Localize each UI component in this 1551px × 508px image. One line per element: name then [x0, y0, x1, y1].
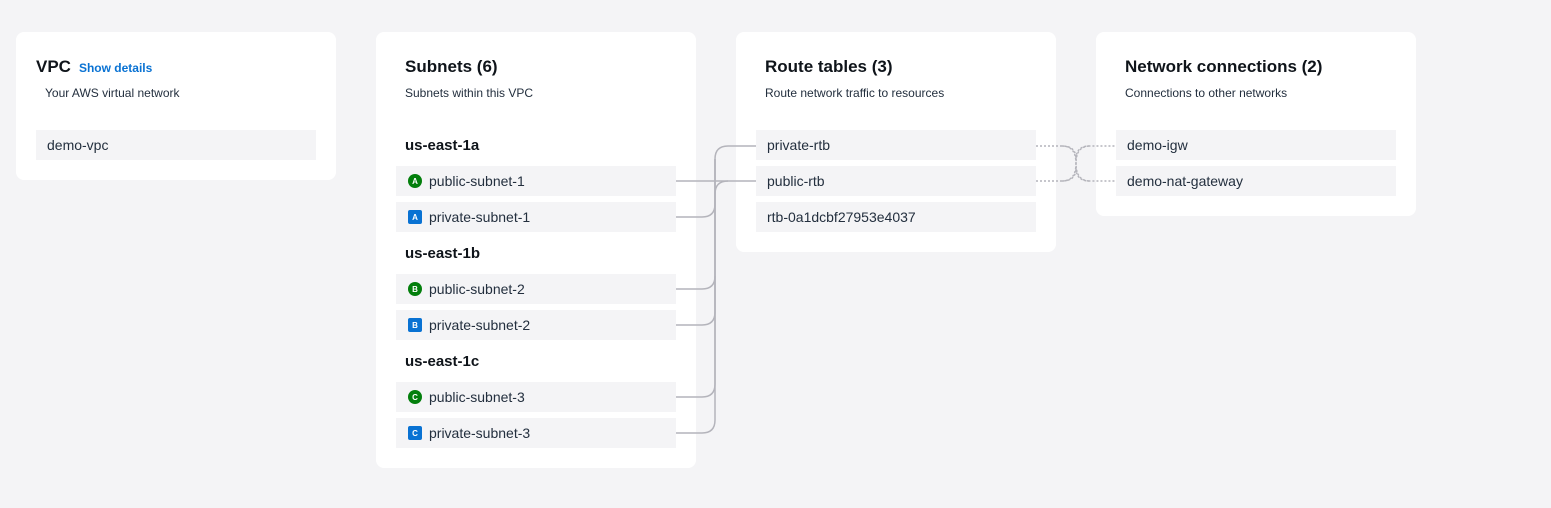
network-connections-panel: Network connections (2) Connections to o…	[1096, 32, 1416, 216]
connector-cross-nat	[1061, 145, 1091, 182]
network-connection-item-demo-igw[interactable]: demo-igw	[1116, 130, 1396, 160]
show-details-link[interactable]: Show details	[78, 61, 153, 75]
subnet-item-private-subnet-2[interactable]: B private-subnet-2	[396, 310, 676, 340]
network-connections-title: Network connections (2)	[1125, 57, 1323, 76]
route-table-item-private-rtb[interactable]: private-rtb	[756, 130, 1036, 160]
vpc-panel-title: VPC Show details	[36, 57, 152, 77]
az-heading-us-east-1b: us-east-1b	[405, 245, 481, 262]
route-table-item-main[interactable]: rtb-0a1dcbf27953e4037	[756, 202, 1036, 232]
vpc-item[interactable]: demo-vpc	[36, 130, 316, 160]
network-connection-item-demo-nat-gateway[interactable]: demo-nat-gateway	[1116, 166, 1396, 196]
vpc-item-label: demo-vpc	[47, 137, 109, 153]
route-table-label: private-rtb	[767, 137, 831, 153]
public-subnet-badge-icon: A	[408, 174, 422, 188]
az-heading-us-east-1c: us-east-1c	[405, 353, 480, 370]
public-subnet-badge-icon: B	[408, 282, 422, 296]
route-table-label: public-rtb	[767, 173, 825, 189]
public-subnet-badge-icon: C	[408, 390, 422, 404]
route-table-label: rtb-0a1dcbf27953e4037	[767, 209, 916, 225]
az-heading-us-east-1a: us-east-1a	[405, 137, 480, 154]
subnet-label: public-subnet-3	[429, 389, 525, 405]
network-connection-label: demo-igw	[1127, 137, 1188, 153]
vpc-panel: VPC Show details Your AWS virtual network…	[16, 32, 336, 180]
private-subnet-badge-icon: C	[408, 426, 422, 440]
connector-cross-igw	[1061, 145, 1091, 182]
subnet-label: private-subnet-3	[429, 425, 531, 441]
route-tables-subtitle: Route network traffic to resources	[765, 86, 945, 100]
vpc-subtitle: Your AWS virtual network	[45, 86, 180, 100]
subnet-label: private-subnet-2	[429, 317, 531, 333]
subnet-label: public-subnet-1	[429, 173, 525, 189]
subnet-label: private-subnet-1	[429, 209, 531, 225]
subnet-item-public-subnet-1[interactable]: A public-subnet-1	[396, 166, 676, 196]
network-connection-label: demo-nat-gateway	[1127, 173, 1243, 189]
subnets-subtitle: Subnets within this VPC	[405, 86, 534, 100]
subnet-label: public-subnet-2	[429, 281, 525, 297]
subnet-item-private-subnet-3[interactable]: C private-subnet-3	[396, 418, 676, 448]
route-tables-title: Route tables (3)	[765, 57, 893, 76]
private-subnet-badge-icon: A	[408, 210, 422, 224]
vpc-title: VPC	[36, 57, 71, 76]
subnets-title: Subnets (6)	[405, 57, 498, 76]
subnet-item-public-subnet-2[interactable]: B public-subnet-2	[396, 274, 676, 304]
route-tables-panel: Route tables (3) Route network traffic t…	[736, 32, 1056, 252]
private-subnet-badge-icon: B	[408, 318, 422, 332]
subnet-item-private-subnet-1[interactable]: A private-subnet-1	[396, 202, 676, 232]
route-table-item-public-rtb[interactable]: public-rtb	[756, 166, 1036, 196]
subnet-item-public-subnet-3[interactable]: C public-subnet-3	[396, 382, 676, 412]
network-connections-subtitle: Connections to other networks	[1125, 86, 1288, 100]
subnets-panel: Subnets (6) Subnets within this VPC us-e…	[376, 32, 696, 468]
